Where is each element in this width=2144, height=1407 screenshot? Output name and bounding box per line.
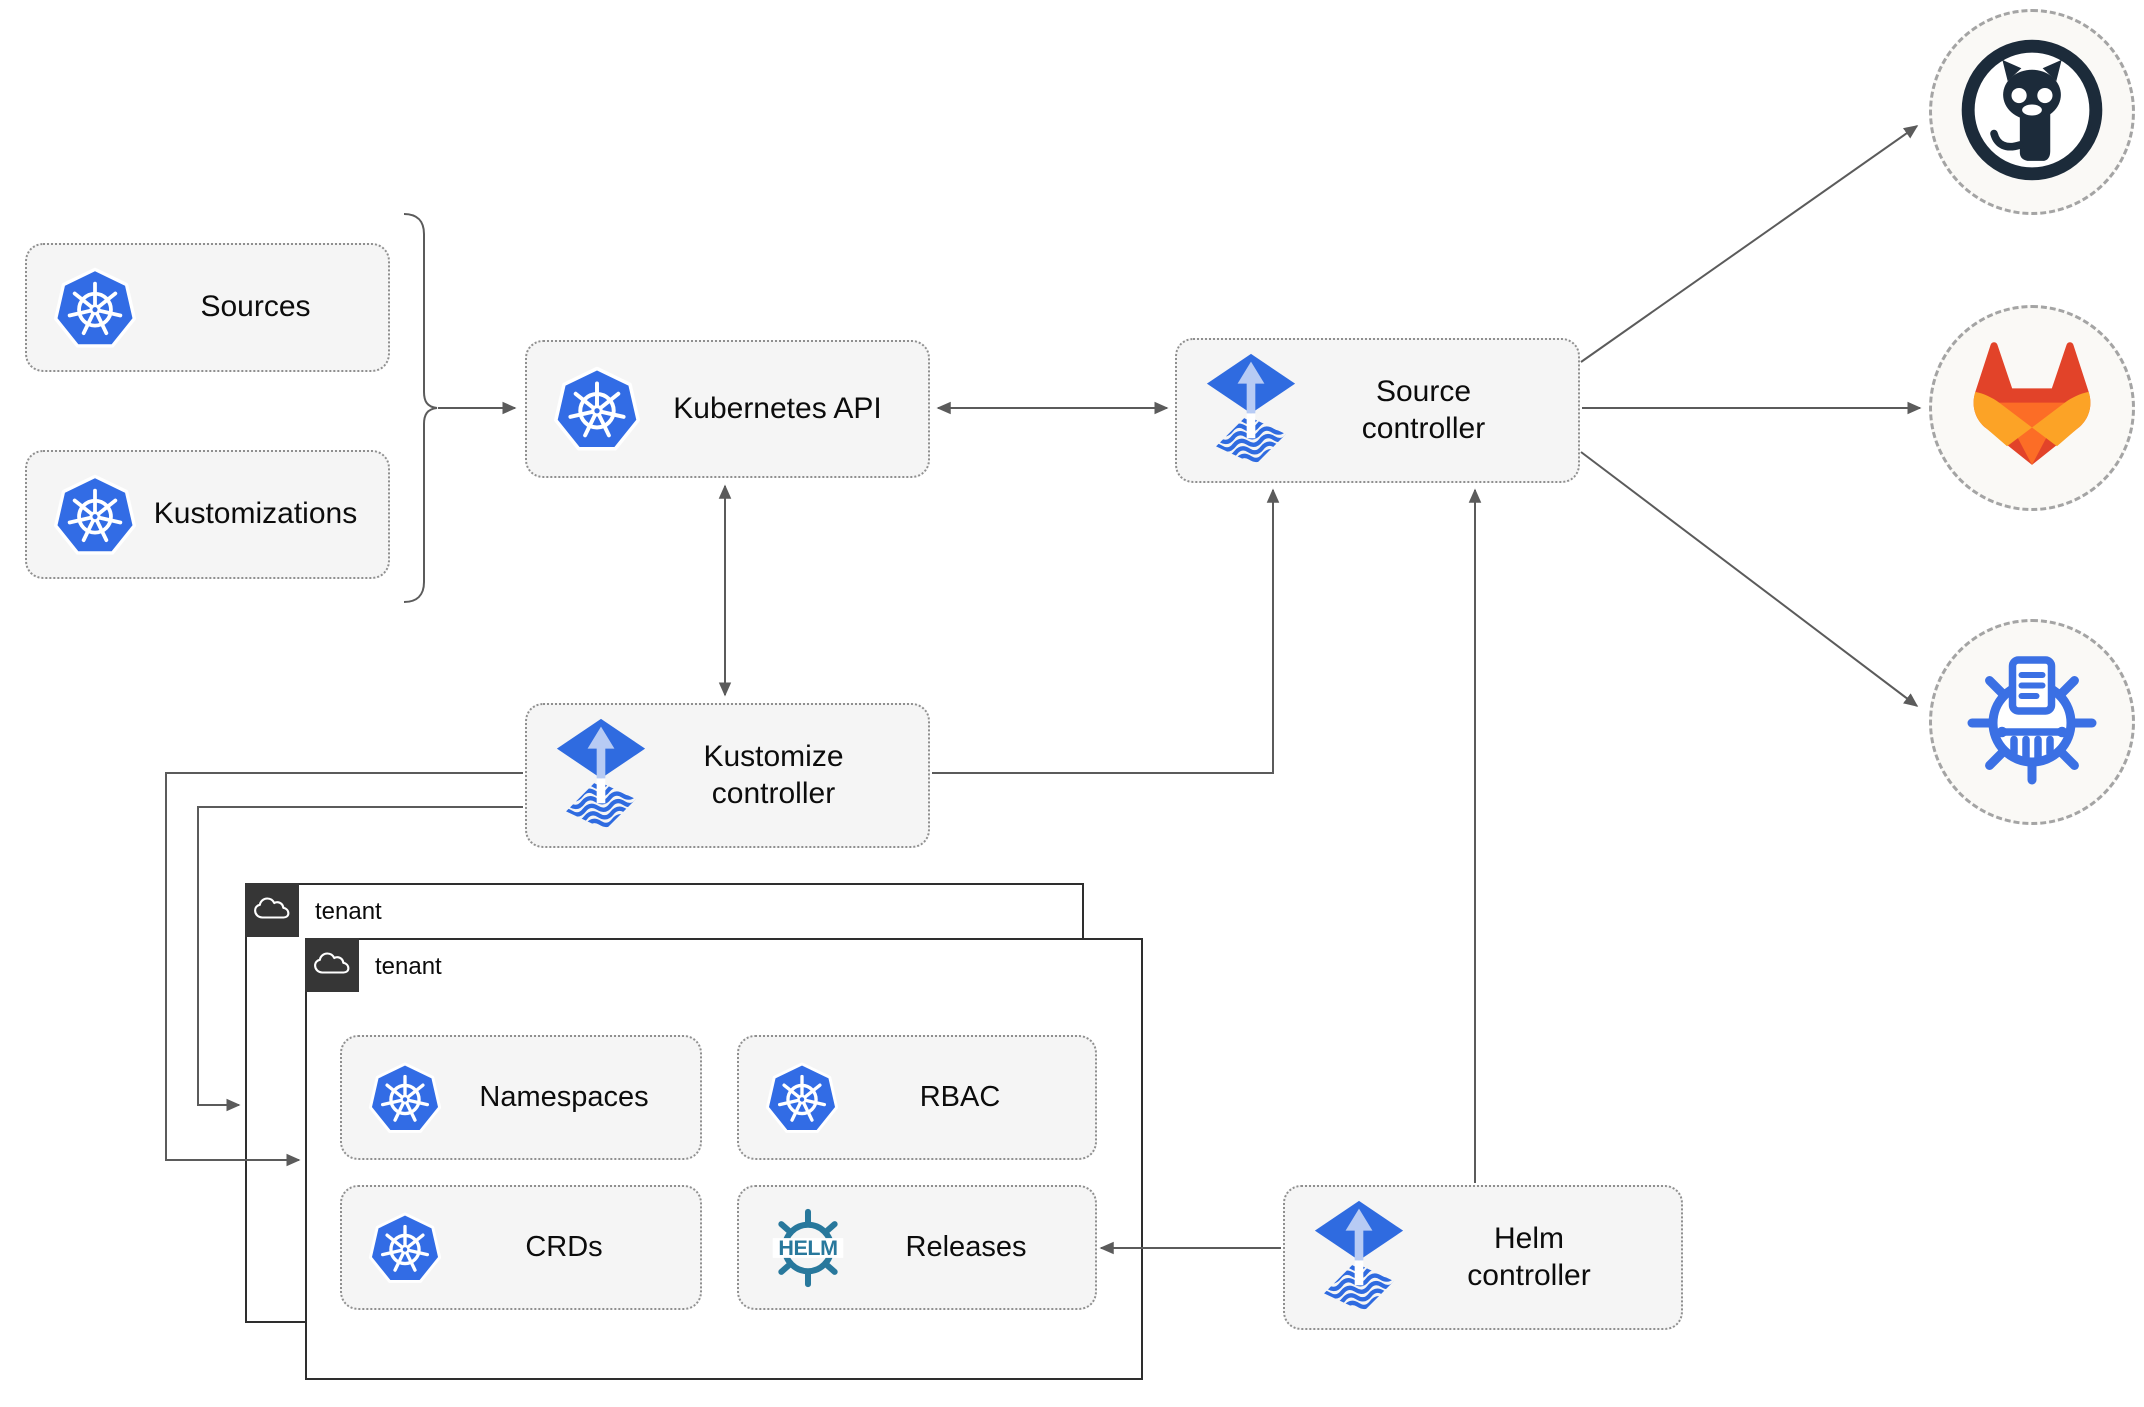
kubernetes-icon	[553, 365, 641, 453]
edge-kustomize-source	[932, 488, 1280, 774]
tenant-outer-tab	[245, 883, 299, 937]
chartmuseum-icon	[1957, 645, 2107, 800]
node-sources: Sources	[25, 243, 390, 372]
node-releases-label: Releases	[905, 1230, 1027, 1263]
node-kustomizations-label: Kustomizations	[153, 497, 358, 531]
kubernetes-icon	[53, 266, 137, 350]
node-sources-label: Sources	[200, 290, 311, 324]
kubernetes-icon	[368, 1211, 442, 1285]
tenant-inner-tab	[305, 938, 359, 992]
node-kubernetes-api: Kubernetes API	[525, 340, 930, 478]
node-source-controller-label: Source controller	[1361, 374, 1486, 445]
node-rbac-label: RBAC	[919, 1080, 1001, 1113]
node-kubernetes-api-label: Kubernetes API	[673, 391, 882, 425]
edge-source-github	[1580, 125, 1919, 363]
node-namespaces: Namespaces	[340, 1035, 702, 1160]
endpoint-gitlab	[1929, 305, 2135, 511]
node-source-controller: Source controller	[1175, 338, 1580, 483]
node-kustomize-controller-label: Kustomize controller	[703, 739, 844, 810]
tenant-outer-label: tenant	[315, 898, 382, 925]
node-kustomizations: Kustomizations	[25, 450, 390, 579]
node-rbac: RBAC	[737, 1035, 1097, 1160]
node-helm-controller-label: Helm controller	[1467, 1221, 1591, 1292]
github-icon	[1956, 34, 2108, 191]
kubernetes-icon	[368, 1061, 442, 1135]
node-kustomize-controller: Kustomize controller	[525, 703, 930, 848]
node-releases: HELM Releases	[737, 1185, 1097, 1310]
node-helm-controller: Helm controller	[1283, 1185, 1683, 1330]
cloud-icon	[253, 895, 291, 926]
flux-icon	[1311, 1199, 1407, 1316]
tenant-inner-label: tenant	[375, 953, 442, 980]
helm-icon-text: HELM	[778, 1235, 837, 1259]
edge-bracket	[403, 213, 438, 603]
edge-source-chartmuseum	[1580, 451, 1919, 707]
node-crds-label: CRDs	[525, 1230, 603, 1263]
flux-icon	[1203, 352, 1299, 469]
tenant-group-inner: tenant Namespaces RBAC CRDs	[305, 938, 1143, 1380]
cloud-icon	[313, 950, 351, 981]
endpoint-github	[1929, 9, 2135, 215]
helm-icon: HELM	[765, 1205, 851, 1291]
node-crds: CRDs	[340, 1185, 702, 1310]
kubernetes-icon	[53, 473, 137, 557]
gitlab-icon	[1961, 338, 2103, 479]
flux-icon	[553, 717, 649, 834]
kubernetes-icon	[765, 1061, 839, 1135]
node-namespaces-label: Namespaces	[479, 1080, 649, 1113]
endpoint-chartmuseum	[1929, 619, 2135, 825]
